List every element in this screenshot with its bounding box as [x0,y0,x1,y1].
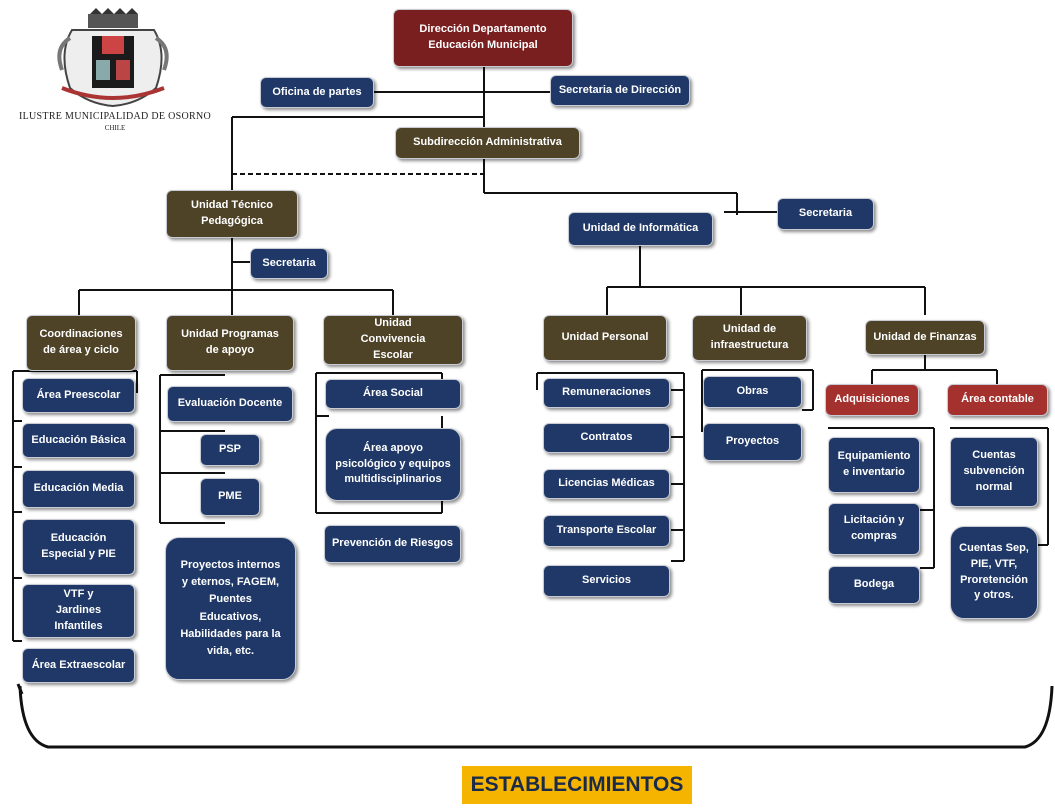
subdireccion-administrativa-box: Subdirección Administrativa [395,127,580,159]
list-item: Evaluación Docente [167,386,293,422]
unidad-informatica-box: Unidad de Informática [568,212,713,246]
unidad-infraestructura-box: Unidad de infraestructura [692,315,807,361]
list-item: Área Extraescolar [22,648,135,683]
list-item: Obras [703,376,802,408]
list-item: Licitación y compras [828,503,920,555]
list-item: Educación Básica [22,423,135,458]
unidad-tecnico-pedagogica-box: Unidad Técnico Pedagógica [166,190,298,238]
list-item: Bodega [828,566,920,604]
list-item: Área apoyo psicológico y equipos multidi… [325,428,461,501]
unidad-convivencia-box: Unidad Convivencia Escolar [323,315,463,365]
area-contable-box: Área contable [947,384,1048,416]
list-item: Servicios [543,565,670,597]
list-item: Remuneraciones [543,378,670,408]
secretaria-direccion-box: Secretaria de Dirección [550,75,690,106]
list-item: Proyectos internos y eternos, FAGEM, Pue… [165,537,296,680]
oficina-partes-box: Oficina de partes [260,77,374,108]
list-item: Contratos [543,423,670,453]
list-item: Cuentas subvención normal [950,437,1038,507]
list-item: Cuentas Sep, PIE, VTF, Proretención y ot… [950,526,1038,619]
list-item: Transporte Escolar [543,515,670,547]
utp-secretaria-box: Secretaria [250,248,328,279]
unidad-personal-box: Unidad Personal [543,315,667,361]
municipal-logo: ILUSTRE MUNICIPALIDAD DE OSORNO CHILE [10,8,220,138]
coordinaciones-box: Coordinaciones de área y ciclo [26,315,136,371]
informatica-secretaria-box: Secretaria [777,198,874,230]
list-item: Prevención de Riesgos [324,525,461,563]
list-item: PME [200,478,260,516]
list-item: VTF y Jardines Infantiles [22,584,135,638]
list-item: Equipamiento e inventario [828,437,920,493]
list-item: Educación Especial y PIE [22,519,135,575]
unidad-programas-box: Unidad Programas de apoyo [166,315,294,371]
list-item: Área Preescolar [22,378,135,413]
logo-title: ILUSTRE MUNICIPALIDAD DE OSORNO [19,111,211,122]
unidad-finanzas-box: Unidad de Finanzas [865,320,985,355]
adquisiciones-box: Adquisiciones [825,384,919,416]
list-item: Licencias Médicas [543,469,670,499]
establecimientos-label: ESTABLECIMIENTOS [462,766,692,804]
list-item: PSP [200,434,260,466]
logo-subtitle: CHILE [104,124,126,132]
direccion-departamento-box: Dirección Departamento Educación Municip… [393,9,573,67]
municipal-coat-of-arms-icon [57,8,169,108]
list-item: Área Social [325,379,461,409]
list-item: Educación Media [22,470,135,508]
list-item: Proyectos [703,423,802,461]
